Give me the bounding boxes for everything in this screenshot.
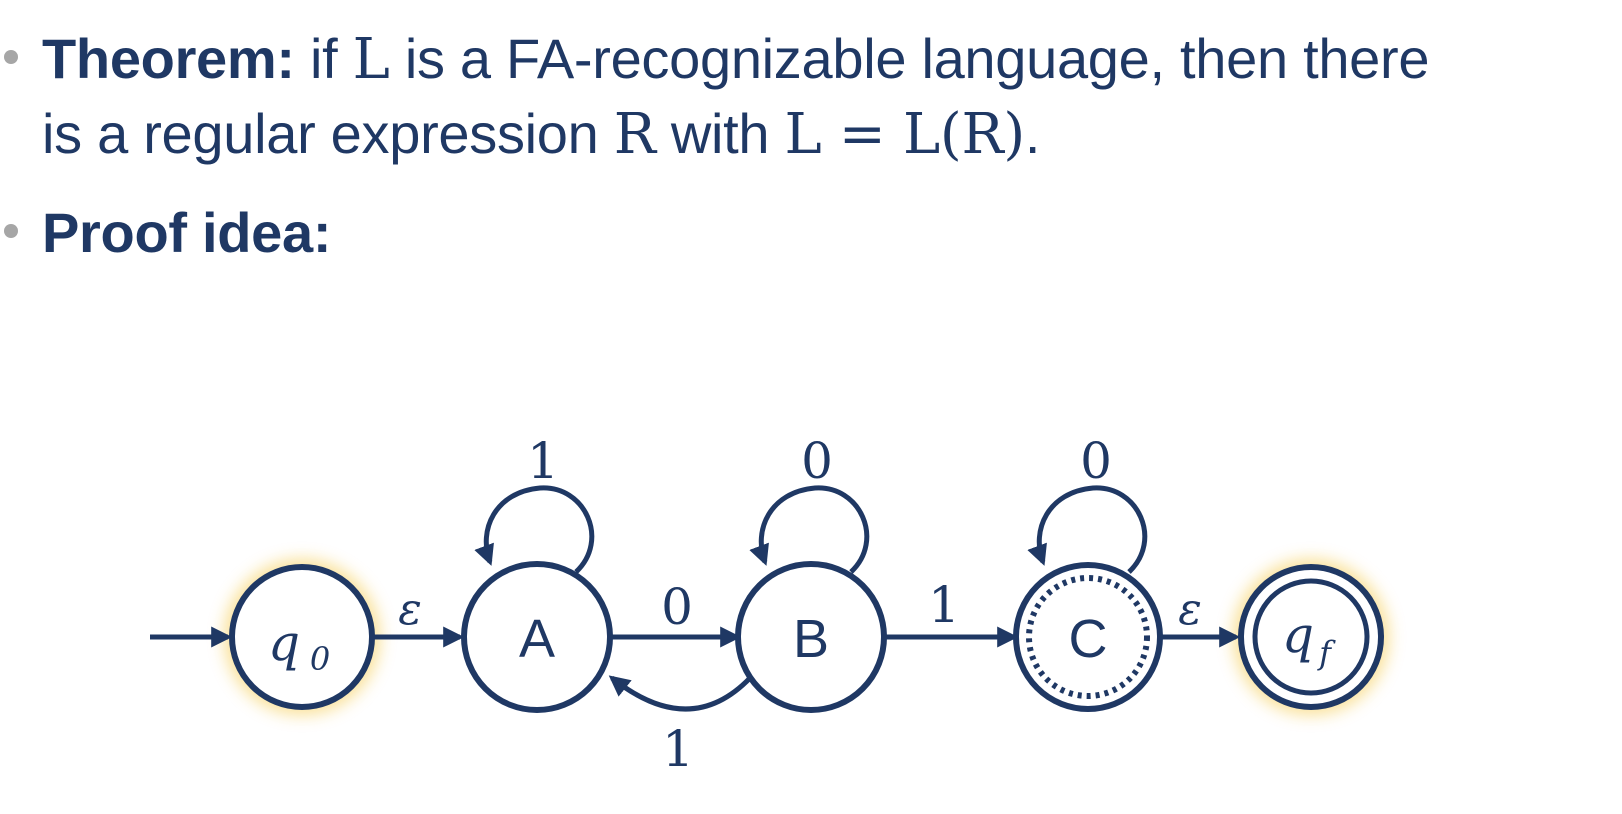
- loop-B: [749, 485, 870, 574]
- state-A: A: [461, 561, 613, 713]
- state-qf-accept-ring: [1252, 578, 1370, 696]
- proof-label: Proof idea:: [42, 201, 332, 264]
- label-B-A: 1: [662, 720, 694, 778]
- state-C: C: [1013, 562, 1163, 712]
- state-C-label: C: [1069, 609, 1108, 669]
- theorem-text-e: .: [1024, 102, 1041, 165]
- label-A-B: 0: [661, 578, 693, 636]
- label-C-qf: ε: [1178, 584, 1202, 635]
- label-loop-A: 1: [527, 432, 559, 490]
- state-C-dashed-ring: [1026, 575, 1150, 699]
- loop-C: [1027, 485, 1148, 574]
- state-qf: q f: [1238, 564, 1384, 710]
- theorem-text-c: is a regular expression: [42, 102, 614, 165]
- theorem-text-d: with: [655, 102, 785, 165]
- label-B-C: 1: [928, 576, 960, 634]
- bullet-dot: [4, 224, 18, 238]
- state-B: B: [735, 561, 887, 713]
- state-q0: q 0: [229, 564, 375, 710]
- theorem-text-a: if: [294, 27, 353, 90]
- state-B-label: B: [793, 609, 829, 669]
- state-q0-base: q: [268, 614, 300, 672]
- theorem-language-symbol: L: [352, 27, 390, 92]
- label-loop-C: 0: [1080, 432, 1112, 490]
- state-q0-sub: 0: [310, 640, 330, 678]
- theorem-text: Theorem: if L is a FA-recognizable langu…: [42, 22, 1430, 172]
- bullet-dot: [4, 50, 18, 64]
- theorem-regex-symbol: R: [613, 102, 656, 167]
- state-qf-base: q: [1282, 606, 1314, 664]
- edge-B-A: [608, 675, 752, 712]
- label-q0-A: ε: [398, 584, 422, 635]
- loop-A: [474, 485, 595, 574]
- theorem-text-b: is a FA-recognizable language, then ther…: [389, 27, 1430, 90]
- theorem-label: Theorem:: [42, 27, 295, 90]
- theorem-equation: L = L(R): [784, 102, 1026, 167]
- label-loop-B: 0: [801, 432, 833, 490]
- state-A-label: A: [519, 609, 555, 669]
